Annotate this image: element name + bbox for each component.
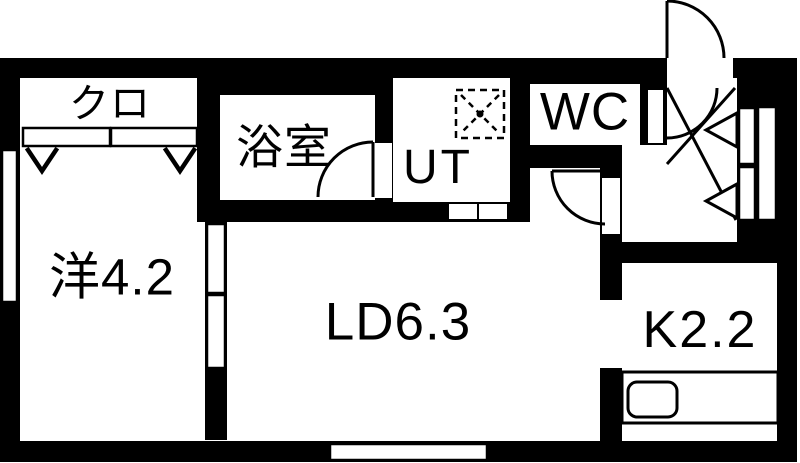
kitchen-sink-icon [626, 380, 679, 419]
shoe-cabinet-box [756, 105, 778, 222]
folding-door-arrow-icon [702, 110, 739, 150]
hall-door-opening [602, 178, 620, 234]
hanger-mark-icon [24, 146, 60, 176]
hall-door-swing [550, 170, 606, 226]
shoe-cabinet-box [737, 165, 757, 222]
washing-machine-pan-icon [454, 88, 506, 140]
utility-floor [393, 78, 510, 202]
entrance-storage [665, 86, 739, 221]
floor-cutouts [220, 78, 663, 234]
wc-door-opening [648, 90, 663, 143]
room-label-kitchen: K2.2 [642, 301, 758, 359]
windows [0, 148, 489, 462]
wall-right [777, 58, 797, 462]
entry-door-swing [666, 0, 726, 59]
shoe-cabinet-box [737, 106, 757, 166]
western-sliding-panel [205, 293, 227, 370]
bathroom-door-opening [373, 143, 392, 198]
room-label-closet: クロ [69, 82, 151, 126]
doors [316, 0, 726, 226]
room-label-toilet: WC [539, 82, 631, 142]
kitchen-counter [620, 370, 780, 425]
folding-door-arrow-icon [702, 181, 739, 221]
wall-hall-bottom [622, 242, 737, 263]
room-label-living-dining: LD6.3 [324, 292, 472, 352]
closet-front [21, 126, 199, 176]
room-label-bathroom: 浴室 [236, 120, 332, 174]
closet-sliding-panel [21, 126, 112, 148]
western-sliding-panel [205, 222, 227, 295]
utility-door-panel-right [479, 204, 507, 219]
storage-cross-line [665, 86, 737, 166]
pan-drain-dot [476, 110, 484, 118]
shoe-cabinet [737, 105, 778, 222]
closet-sliding-panel [109, 126, 199, 148]
room-label-utility: UT [403, 141, 473, 194]
wall-hall-left-lower [600, 368, 622, 443]
utility-door-panel-left [449, 204, 477, 219]
hanger-mark-icon [162, 146, 198, 176]
wall-wc-bottom [530, 145, 622, 168]
room-label-western-room: 洋4.2 [49, 248, 175, 306]
window-left [0, 148, 19, 304]
bathroom-door-swing [316, 140, 374, 198]
window-bottom [328, 442, 489, 462]
western-room-doors [205, 222, 227, 370]
